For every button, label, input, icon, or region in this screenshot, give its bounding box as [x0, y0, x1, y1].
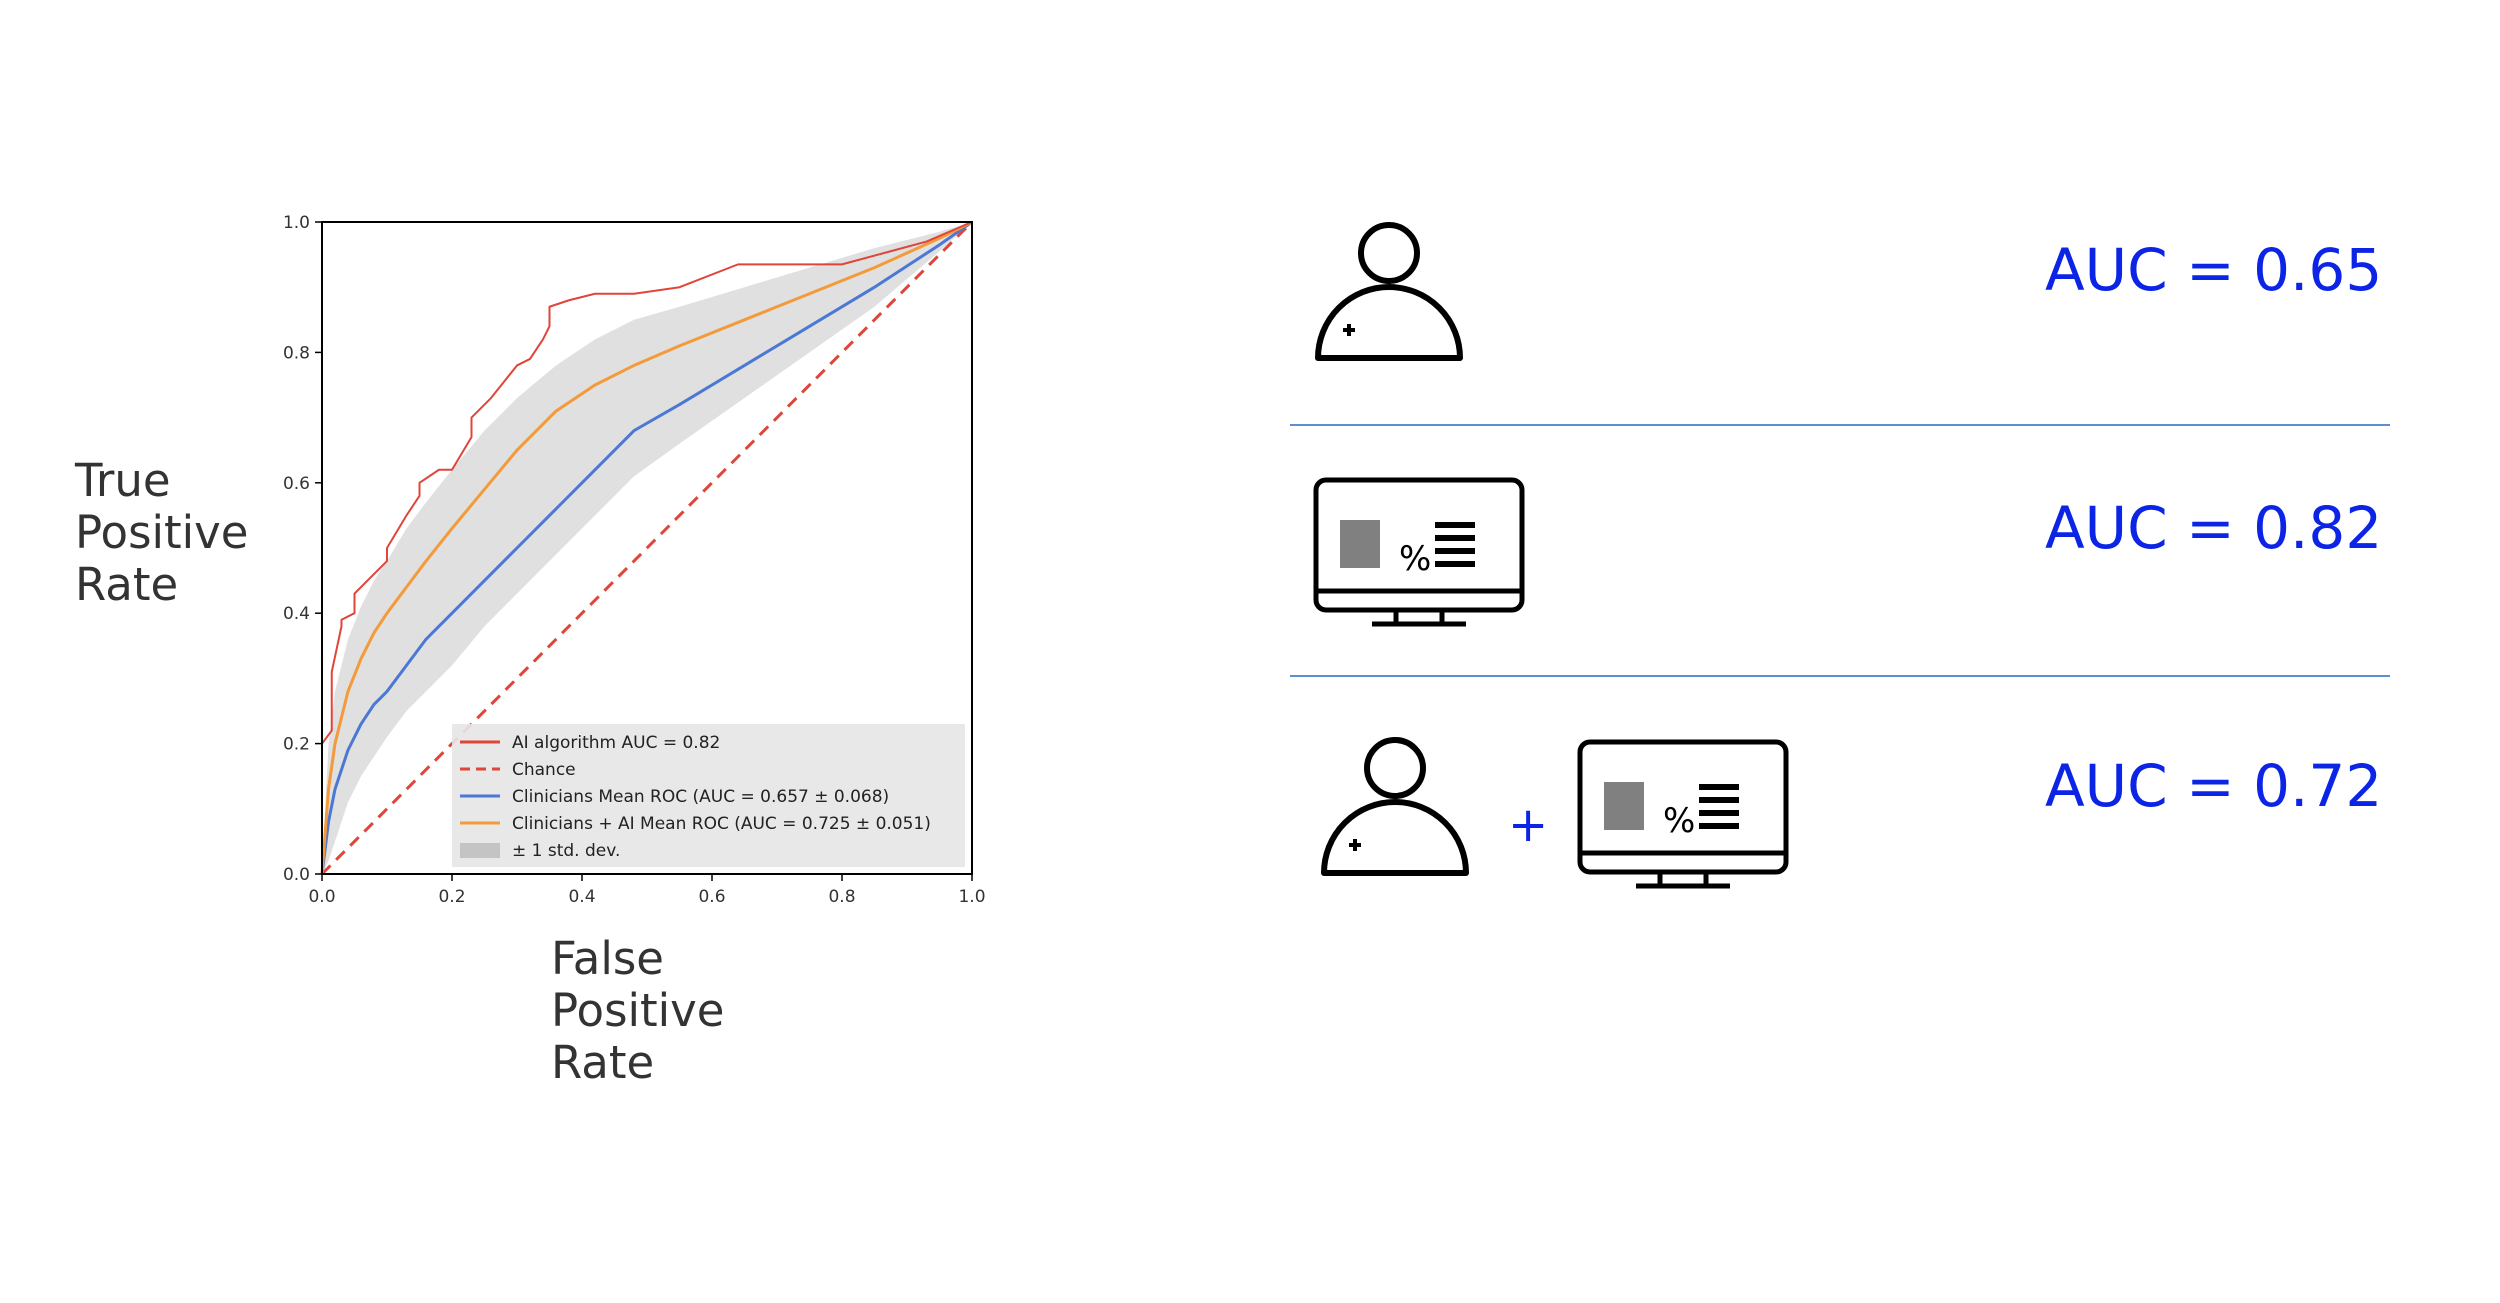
- divider-2: [1290, 675, 2390, 677]
- auc-clinicians-plus-ai: AUC = 0.72: [2045, 752, 2383, 820]
- x-tick-label: 0.0: [308, 887, 335, 907]
- roc-chart: 0.0 0.2 0.4 0.6 0.8 1.0 0.0 0.2 0.4 0.6 0.8 1.0 AI …: [283, 213, 986, 907]
- svg-text:%: %: [1399, 539, 1431, 579]
- x-tick-label: 0.8: [828, 887, 855, 907]
- legend-label: Clinicians + AI Mean ROC (AUC = 0.725 ± …: [512, 814, 931, 834]
- plus-icon: +: [1508, 797, 1549, 853]
- std-dev-band-layer: [322, 222, 972, 874]
- y-tick-label: 0.8: [283, 343, 310, 363]
- series-line-1: [320, 220, 974, 876]
- y-axis-label: True Positive Rate: [75, 454, 249, 611]
- x-axis-label: False Positive Rate: [551, 932, 725, 1089]
- legend-label: ± 1 std. dev.: [512, 841, 620, 861]
- auc-clinicians: AUC = 0.65: [2045, 236, 2383, 304]
- y-tick-label: 0.0: [283, 865, 310, 885]
- series-line-2: [320, 220, 973, 875]
- legend-label: Chance: [512, 760, 576, 780]
- ai-monitor-icon: %: [1313, 477, 1525, 627]
- legend-box: [452, 724, 965, 867]
- series-layer: [320, 220, 974, 876]
- y-tick-label: 1.0: [283, 213, 310, 233]
- ai-monitor-icon: %: [1577, 739, 1789, 889]
- x-tick-label: 0.6: [698, 887, 725, 907]
- series-line-0: [321, 221, 973, 874]
- auc-ai-algorithm: AUC = 0.82: [2045, 494, 2383, 562]
- clinician-icon: [1321, 737, 1469, 876]
- x-tick-label: 0.2: [438, 887, 465, 907]
- legend: AI algorithm AUC = 0.82ChanceClinicians …: [452, 724, 965, 867]
- divider-1: [1290, 424, 2390, 426]
- legend-swatch: [460, 843, 500, 858]
- svg-text:%: %: [1663, 801, 1695, 841]
- y-tick-label: 0.4: [283, 604, 310, 624]
- x-tick-label: 0.4: [568, 887, 595, 907]
- legend-label: AI algorithm AUC = 0.82: [512, 733, 720, 753]
- y-tick-label: 0.2: [283, 735, 310, 755]
- y-tick-label: 0.6: [283, 474, 310, 494]
- legend-label: Clinicians Mean ROC (AUC = 0.657 ± 0.068…: [512, 787, 889, 807]
- clinician-icon: [1315, 222, 1463, 361]
- x-tick-label: 1.0: [958, 887, 985, 907]
- plot-frame: [321, 221, 973, 875]
- tick-layer: 0.0 0.2 0.4 0.6 0.8 1.0 0.0 0.2 0.4 0.6 0.8 1.0: [283, 213, 986, 907]
- series-line-3: [320, 220, 973, 875]
- std-dev-band: [322, 222, 972, 874]
